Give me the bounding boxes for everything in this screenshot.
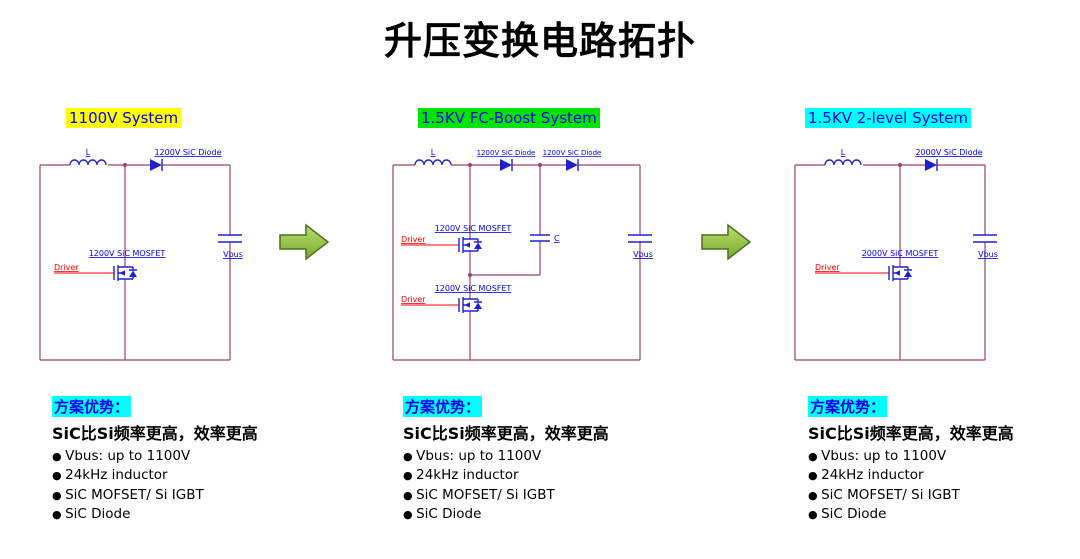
inductor-label: L: [431, 148, 436, 157]
list-item: Vbus: up to 1100V: [403, 447, 713, 466]
list-item: 24kHz inductor: [403, 466, 713, 485]
diode2-icon: [566, 159, 579, 171]
vbus-label: Vbus: [223, 250, 243, 259]
advantages-subheading: SiC比Si频率更高，效率更高: [808, 424, 1014, 443]
driver1-label: Driver: [401, 235, 426, 244]
junction-dot: [898, 163, 902, 167]
junction-dot: [468, 273, 472, 277]
driver2-label: Driver: [401, 295, 426, 304]
list-item: SiC MOFSET/ Si IGBT: [52, 486, 362, 505]
arrow-right-icon: [279, 223, 330, 261]
flying-capacitor-label: C: [554, 234, 560, 243]
junction-dot: [123, 163, 127, 167]
junction-dot: [468, 163, 472, 167]
mosfet2-label: 1200V SiC MOSFET: [435, 284, 512, 293]
inductor-label: L: [841, 148, 846, 157]
advantages-fc-boost: 方案优势： SiC比Si频率更高，效率更高 Vbus: up to 1100V …: [403, 396, 713, 524]
advantages-heading: 方案优势：: [808, 396, 888, 417]
circuit-fc-boost-system: L 1200V SiC Diode 1200V SiC Diode 1200V …: [392, 148, 653, 361]
list-item: SiC Diode: [808, 505, 1078, 524]
advantages-list: Vbus: up to 1100V 24kHz inductor SiC MOF…: [52, 447, 362, 524]
diode-label: 1200V SiC Diode: [154, 148, 221, 157]
capacitor-icon: [218, 234, 242, 243]
advantages-2level: 方案优势： SiC比Si频率更高，效率更高 Vbus: up to 1100V …: [808, 396, 1078, 524]
list-item: SiC MOFSET/ Si IGBT: [403, 486, 713, 505]
list-item: 24kHz inductor: [52, 466, 362, 485]
diode2-label: 1200V SiC Diode: [543, 149, 602, 157]
header-fc-boost-system: 1.5KV FC-Boost System: [418, 108, 600, 128]
advantages-heading: 方案优势：: [52, 396, 132, 417]
advantages-heading: 方案优势：: [403, 396, 483, 417]
mosfet1-label: 1200V SiC MOSFET: [435, 224, 512, 233]
flying-capacitor-icon: [530, 234, 550, 242]
circuit-1100v-system: L 1200V SiC Diode 1200V SiC MOSFET Drive…: [39, 148, 243, 361]
inductor-icon: [414, 159, 452, 166]
junction-dot: [538, 163, 542, 167]
capacitor-icon: [973, 234, 997, 243]
list-item: Vbus: up to 1100V: [808, 447, 1078, 466]
arrow-right-icon: [701, 223, 752, 261]
list-item: SiC Diode: [52, 505, 362, 524]
page-title: 升压变换电路拓扑: [383, 19, 696, 63]
advantages-1100v: 方案优势： SiC比Si频率更高，效率更高 Vbus: up to 1100V …: [52, 396, 362, 524]
header-2level-system: 1.5KV 2-level System: [805, 108, 972, 128]
circuit-wires: [39, 164, 231, 361]
mosfet-label: 2000V SiC MOSFET: [862, 249, 939, 258]
circuit-wires: [794, 164, 986, 361]
advantages-subheading: SiC比Si频率更高，效率更高: [52, 424, 258, 443]
list-item: Vbus: up to 1100V: [52, 447, 362, 466]
advantages-list: Vbus: up to 1100V 24kHz inductor SiC MOF…: [403, 447, 713, 524]
capacitor-icon: [628, 234, 652, 243]
mosfet2-icon: [458, 297, 482, 313]
driver-label: Driver: [54, 263, 79, 272]
vbus-label: Vbus: [978, 250, 998, 259]
list-item: 24kHz inductor: [808, 466, 1078, 485]
diode-icon: [150, 159, 163, 171]
vbus-label: Vbus: [633, 250, 653, 259]
inductor-label: L: [86, 148, 91, 157]
diode1-label: 1200V SiC Diode: [477, 149, 536, 157]
circuit-2level-system: L 2000V SiC Diode 2000V SiC MOSFET Drive…: [794, 148, 998, 361]
header-1100v-system: 1100V System: [66, 108, 182, 128]
advantages-subheading: SiC比Si频率更高，效率更高: [403, 424, 609, 443]
diode1-icon: [500, 159, 513, 171]
driver-label: Driver: [815, 263, 840, 272]
advantages-list: Vbus: up to 1100V 24kHz inductor SiC MOF…: [808, 447, 1078, 524]
list-item: SiC Diode: [403, 505, 713, 524]
mosfet-label: 1200V SiC MOSFET: [89, 249, 166, 258]
inductor-icon: [824, 159, 862, 166]
circuit-wires: [392, 164, 641, 361]
diode-icon: [925, 159, 938, 171]
diode-label: 2000V SiC Diode: [915, 148, 982, 157]
mosfet1-icon: [458, 237, 482, 253]
list-item: SiC MOFSET/ Si IGBT: [808, 486, 1078, 505]
inductor-icon: [69, 159, 107, 166]
mosfet-icon: [888, 265, 912, 281]
mosfet-icon: [113, 265, 137, 281]
